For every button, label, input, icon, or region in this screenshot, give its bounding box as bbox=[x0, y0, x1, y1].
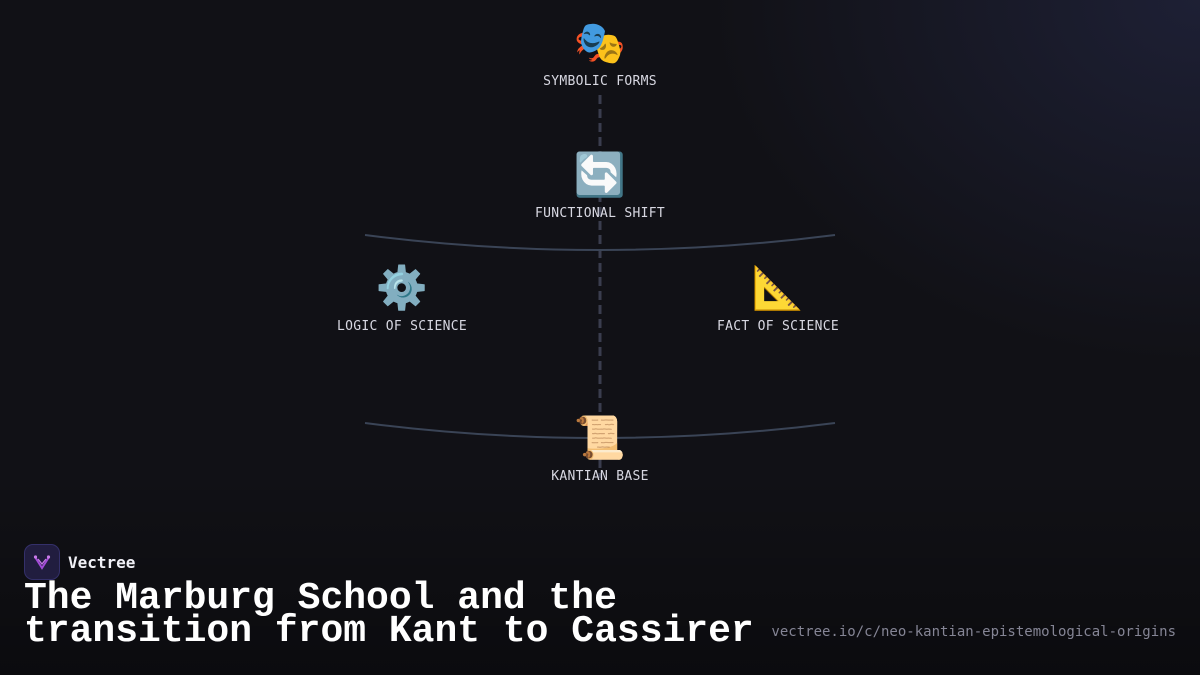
upper-arc bbox=[364, 234, 836, 251]
theater-masks-icon: 🎭 bbox=[573, 18, 627, 67]
node-logic-of-science: ⚙️ LOGIC OF SCIENCE bbox=[337, 263, 467, 334]
node-label: KANTIAN BASE bbox=[551, 469, 649, 484]
node-label: SYMBOLIC FORMS bbox=[543, 74, 657, 89]
cycle-arrows-icon: 🔄 bbox=[573, 150, 627, 199]
node-functional-shift: 🔄 FUNCTIONAL SHIFT bbox=[535, 150, 665, 221]
scroll-icon: 📜 bbox=[573, 413, 627, 462]
node-label: FACT OF SCIENCE bbox=[717, 319, 839, 334]
node-symbolic-forms: 🎭 SYMBOLIC FORMS bbox=[543, 18, 657, 89]
gear-icon: ⚙️ bbox=[375, 263, 429, 312]
brand-name: Vectree bbox=[68, 552, 136, 572]
node-kantian-base: 📜 KANTIAN BASE bbox=[551, 413, 649, 484]
node-fact-of-science: 📐 FACT OF SCIENCE bbox=[717, 263, 839, 334]
vectree-logo-icon bbox=[24, 544, 60, 580]
brand: Vectree bbox=[24, 544, 135, 580]
source-url[interactable]: vectree.io/c/neo-kantian-epistemological… bbox=[771, 624, 1176, 640]
node-label: FUNCTIONAL SHIFT bbox=[534, 206, 666, 221]
lower-arc bbox=[364, 422, 836, 439]
triangular-ruler-icon: 📐 bbox=[751, 263, 805, 312]
page-title: The Marburg School and the transition fr… bbox=[24, 577, 754, 653]
node-label: LOGIC OF SCIENCE bbox=[336, 319, 468, 334]
